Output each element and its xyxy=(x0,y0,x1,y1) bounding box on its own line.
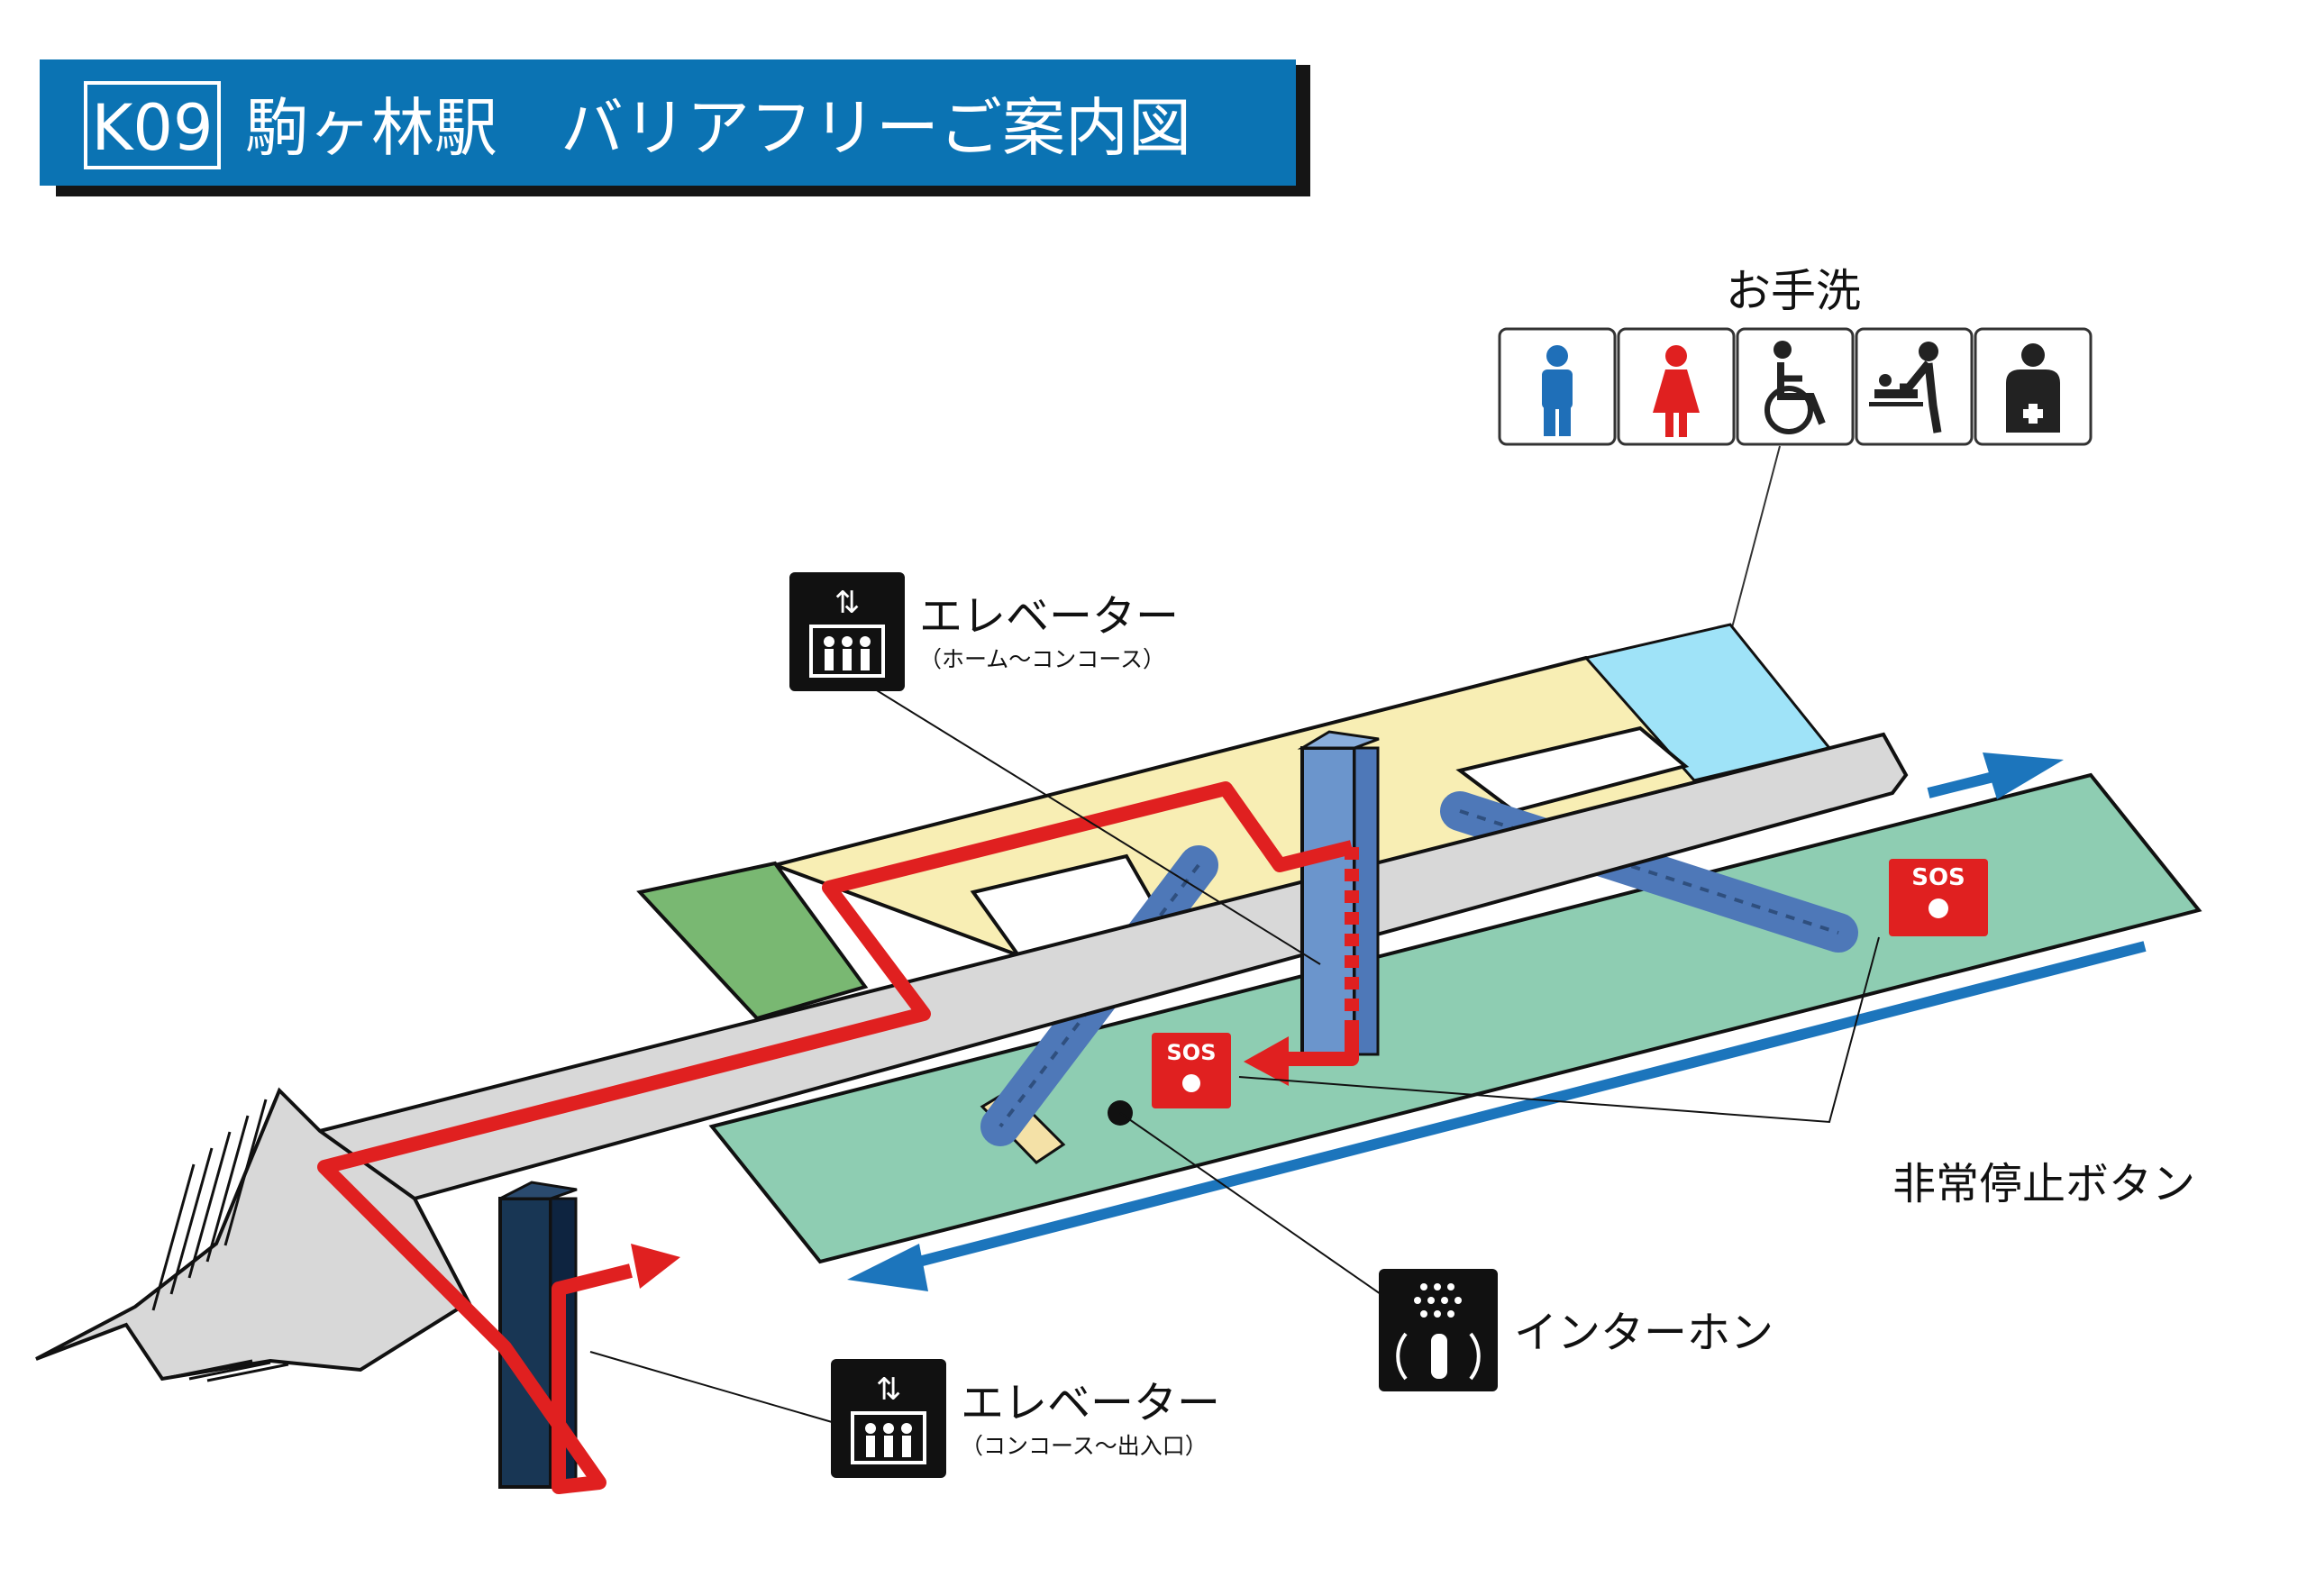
toilet-icon-row: お手洗 xyxy=(1498,265,2093,446)
svg-text:⇅: ⇅ xyxy=(834,585,861,621)
elevator-shaft-upper xyxy=(1297,730,1380,1056)
elevator-lower-sublabel: （コンコース～出入口） xyxy=(961,1433,1208,1459)
baby-changing-icon xyxy=(1855,327,1974,446)
title-bar: K09 駒ヶ林駅 バリアフリーご案内図 xyxy=(40,59,1310,196)
train-direction-arrows xyxy=(847,752,2147,1291)
svg-text:⇅: ⇅ xyxy=(876,1372,902,1408)
sos-button-icon: SOS xyxy=(1889,859,1988,936)
stair-hatching xyxy=(151,1099,289,1382)
platform-area xyxy=(708,772,2202,1264)
ostomate-icon xyxy=(1974,327,2093,446)
toilet-label: お手洗 xyxy=(1726,265,1861,317)
sos-badge-text: SOS xyxy=(1911,864,1965,891)
elevator-lower-label: エレベーター xyxy=(961,1378,1220,1428)
concourse-opening-right xyxy=(1455,725,1690,814)
callout-lines xyxy=(589,679,1880,1425)
station-code: K09 xyxy=(92,91,214,165)
page-title: 駒ヶ林駅 バリアフリーご案内図 xyxy=(245,91,1191,165)
intercom-icon xyxy=(1379,1269,1498,1391)
accessible-route xyxy=(317,781,1359,1494)
elevator-icon: ⇅ xyxy=(831,1359,946,1478)
male-toilet-icon xyxy=(1498,327,1617,446)
elevator-icon: ⇅ xyxy=(789,572,905,691)
emergency-stop-label: 非常停止ボタン xyxy=(1892,1159,2195,1209)
exit-area xyxy=(636,861,869,1021)
elevator-upper-sublabel: （ホーム～コンコース） xyxy=(919,646,1165,672)
sos-badge-text: SOS xyxy=(1167,1040,1217,1065)
elevator-upper-label: エレベーター xyxy=(919,591,1179,642)
intercom-label: インターホン xyxy=(1514,1308,1774,1358)
female-toilet-icon xyxy=(1617,327,1736,446)
wheelchair-icon xyxy=(1736,327,1855,446)
sos-button-icon: SOS xyxy=(1152,1033,1231,1108)
